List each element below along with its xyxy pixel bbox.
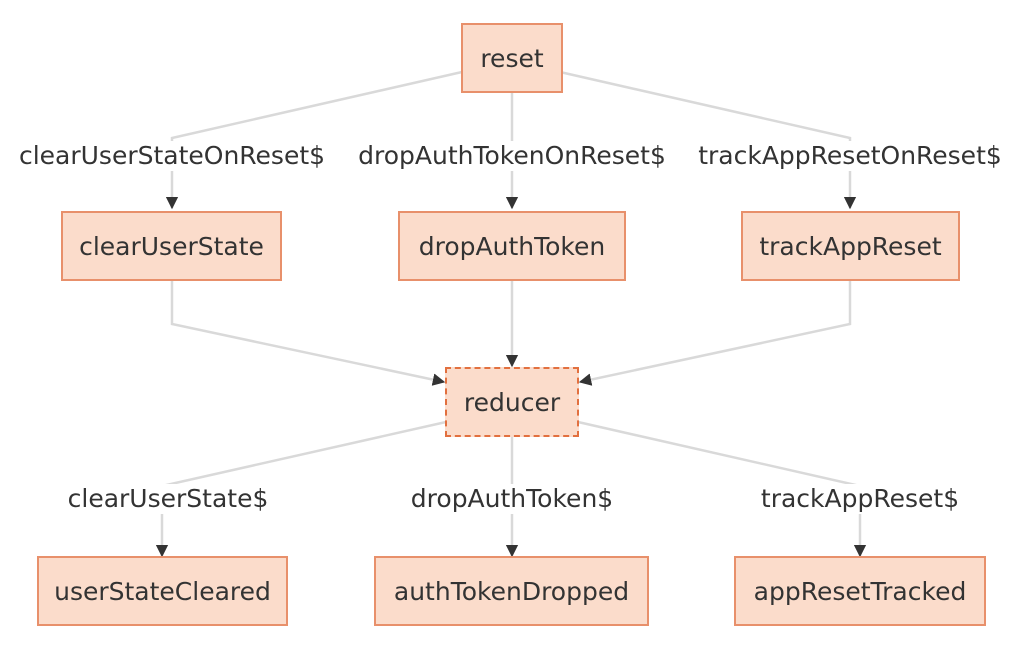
edge-label-track-app-reset-stream: trackAppReset$ — [758, 484, 962, 514]
node-app-reset-tracked: appResetTracked — [734, 556, 986, 626]
edge-label-track-app-reset-on-reset: trackAppResetOnReset$ — [696, 141, 1004, 171]
node-user-state-cleared: userStateCleared — [37, 556, 288, 626]
edge-track-app-reset-to-reducer — [578, 280, 852, 386]
edge-label-drop-auth-token-on-reset: dropAuthTokenOnReset$ — [356, 141, 668, 171]
node-drop-auth-token: dropAuthToken — [398, 211, 626, 281]
node-reducer: reducer — [445, 367, 579, 437]
node-track-app-reset: trackAppReset — [741, 211, 960, 281]
edge-label-drop-auth-token-stream: dropAuthToken$ — [408, 484, 616, 514]
edge-reset-to-clear-user-state — [165, 70, 463, 210]
node-clear-user-state: clearUserState — [61, 211, 282, 281]
edge-label-clear-user-state-stream: clearUserState$ — [65, 484, 271, 514]
node-reset: reset — [461, 23, 563, 93]
edge-label-clear-user-state-on-reset: clearUserStateOnReset$ — [16, 141, 328, 171]
edge-clear-user-state-to-reducer — [170, 280, 446, 386]
edge-reset-to-track-app-reset — [559, 70, 857, 210]
node-auth-token-dropped: authTokenDropped — [374, 556, 649, 626]
